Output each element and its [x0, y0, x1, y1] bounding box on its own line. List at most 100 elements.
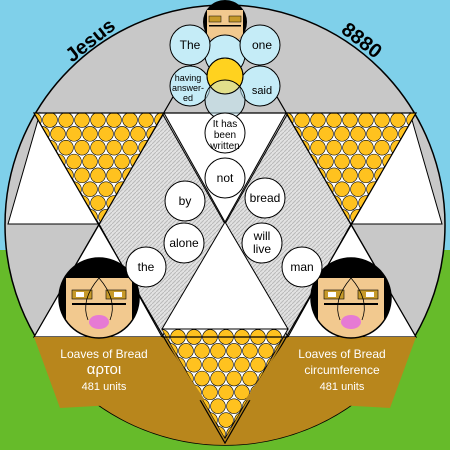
- bread-loaf-circle: [310, 113, 326, 128]
- right-panel-title: Loaves of Bread: [298, 347, 385, 361]
- left-bread-panel: [34, 337, 205, 408]
- word-written-1: It has: [213, 119, 237, 130]
- face-right-avatar: [310, 257, 392, 339]
- bread-loaf-circle: [350, 126, 366, 142]
- bread-loaf-circle: [326, 113, 342, 128]
- word-circle-not: [204, 157, 246, 199]
- bubble-having-1: having: [175, 73, 202, 83]
- bread-loaf-circle: [194, 343, 210, 359]
- bread-loaf-circle: [374, 113, 390, 128]
- bread-loaf-circle: [226, 398, 242, 414]
- word-circle-alone: [163, 222, 205, 264]
- word-circle-man: [281, 246, 323, 288]
- word-circle-the: [125, 246, 167, 288]
- word-written-2: been: [214, 130, 236, 141]
- word-circle-bread: [244, 177, 286, 219]
- word-written-3: written: [209, 141, 239, 152]
- bread-loaf-circle: [90, 113, 106, 128]
- flower-of-life: [169, 24, 281, 121]
- bread-loaf-circle: [342, 167, 358, 184]
- word-live: live: [253, 242, 271, 256]
- bread-loaf-circle: [138, 113, 154, 128]
- bread-loaf-circle: [106, 167, 122, 184]
- bread-loaf-circle: [374, 139, 390, 156]
- bread-loaf-circle: [122, 113, 138, 128]
- bread-loaf-circle: [302, 126, 318, 142]
- bread-loaf-circle: [218, 384, 234, 401]
- bread-loaf-circle: [130, 126, 146, 142]
- word-will: will: [253, 229, 271, 243]
- word-circle-written: [204, 112, 246, 154]
- bread-loaf-circle: [114, 126, 130, 142]
- bread-loaf-circle: [74, 139, 90, 156]
- word-by: by: [179, 194, 192, 208]
- bread-loaf-circle: [342, 113, 358, 128]
- bread-loaf-circle: [82, 126, 98, 142]
- bread-loaf-circle: [326, 139, 342, 156]
- word-bread: bread: [250, 191, 281, 205]
- bread-loaf-circle: [66, 126, 82, 142]
- bread-loaf-circle: [210, 398, 226, 414]
- right-panel-subtitle: circumference: [304, 363, 380, 377]
- right-panel-units: 481 units: [320, 381, 365, 393]
- bread-loaf-circle: [350, 181, 366, 197]
- bread-loaf-circle: [210, 370, 226, 387]
- face-left-avatar: [58, 257, 140, 339]
- bubble-the: The: [180, 38, 201, 52]
- bread-loaf-circle: [50, 126, 66, 142]
- bread-loaf-circle: [210, 343, 226, 359]
- bread-loaf-circle: [98, 181, 114, 197]
- bread-loaf-circle: [186, 356, 202, 373]
- bread-loaf-circle: [82, 181, 98, 197]
- bread-loaf-circle: [342, 139, 358, 156]
- bread-loaf-circle: [234, 356, 250, 373]
- bubble-having-3: ed: [183, 93, 193, 103]
- bread-loaf-circle: [90, 139, 106, 156]
- bread-loaf-circle: [90, 195, 106, 211]
- bread-loaf-circle: [178, 343, 194, 359]
- word-man: man: [290, 260, 313, 274]
- word-not: not: [217, 171, 234, 185]
- bread-loaf-circle: [334, 181, 350, 197]
- bread-loaf-circle: [358, 167, 374, 184]
- bread-loaf-circle: [42, 113, 58, 128]
- left-panel-title: Loaves of Bread: [60, 347, 147, 361]
- bread-loaf-circle: [318, 153, 334, 170]
- right-bread-panel: [245, 337, 416, 408]
- bread-loaf-circle: [202, 356, 218, 373]
- bread-loaf-circle: [74, 113, 90, 128]
- left-panel-greek: αρτοι: [87, 361, 121, 378]
- bread-loaf-circle: [226, 343, 242, 359]
- word-the: the: [138, 260, 155, 274]
- bread-loaf-circle: [250, 356, 266, 373]
- bread-loaf-circle: [334, 126, 350, 142]
- bubble-having-2: answer-: [172, 83, 204, 93]
- bread-loaf-circle: [202, 384, 218, 401]
- bread-loaf-circle: [242, 370, 258, 387]
- bread-loaf-circle: [114, 153, 130, 170]
- bread-loaf-circle: [194, 370, 210, 387]
- bread-loaf-circle: [334, 153, 350, 170]
- bread-loaf-circle: [122, 139, 138, 156]
- bread-loaf-circle: [294, 113, 310, 128]
- bubble-one: one: [252, 38, 272, 52]
- bread-loaf-circle: [310, 139, 326, 156]
- bread-loaf-circle: [106, 139, 122, 156]
- bread-loaf-circle: [58, 113, 74, 128]
- bread-loaf-circle: [218, 356, 234, 373]
- bread-loaf-circle: [66, 153, 82, 170]
- bread-loaf-circle: [366, 126, 382, 142]
- bread-loaf-circle: [234, 384, 250, 401]
- left-panel-units: 481 units: [82, 381, 127, 393]
- bread-loaf-circle: [82, 153, 98, 170]
- word-alone: alone: [169, 236, 199, 250]
- bread-loaf-circle: [242, 343, 258, 359]
- bread-loaf-circle: [318, 126, 334, 142]
- bread-loaf-circle: [58, 139, 74, 156]
- bread-loaf-circle: [98, 126, 114, 142]
- bread-loaf-circle: [218, 412, 234, 428]
- bread-loaf-circle: [366, 153, 382, 170]
- bread-loaf-circle: [74, 167, 90, 184]
- bread-loaf-circle: [358, 139, 374, 156]
